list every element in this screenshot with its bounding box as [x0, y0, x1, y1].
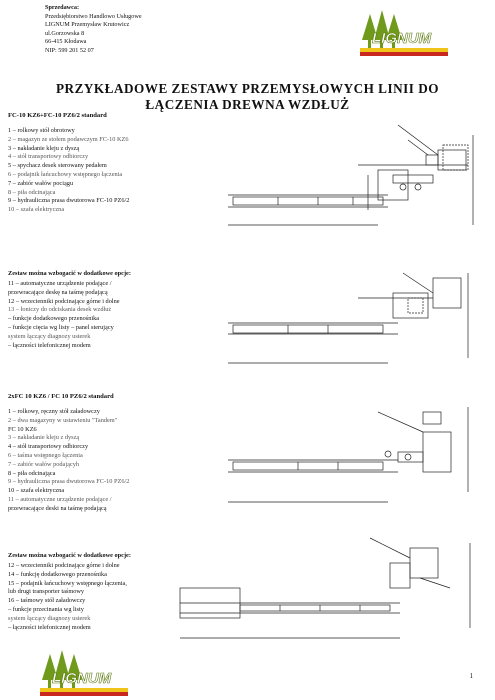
list-item: 16 – taśmowy stół załadowczy: [8, 597, 86, 605]
seller-line: ul.Gorzowska 8: [45, 29, 85, 37]
list-item: 7 – zabiór wałów podającyh: [8, 460, 79, 468]
page-number: 1: [469, 672, 474, 680]
section1-extra-list: 11 – automatyczne urządzenie podające / …: [8, 280, 120, 350]
list-item: 9 – hydrauliczna prasa dwutorowa FC-10 P…: [8, 478, 130, 486]
list-item: 13 – łoniczy do odciskania desek wzdłuż: [8, 306, 112, 314]
line-layout-drawing-1: [228, 124, 474, 226]
section1-extra-title: Zestaw można wzbogacić w dodatkowe opcje…: [8, 270, 131, 277]
list-item: 1 – rolkowy stół obrotowy: [8, 127, 75, 134]
list-item: – funkcje przecinania wg listy: [8, 605, 84, 613]
logo-text: LIGNUM: [372, 30, 432, 48]
seller-line: NIP: 599 201 52 07: [45, 46, 94, 54]
page-title-line2: ŁĄCZENIA DREWNA WZDŁUŻ: [145, 97, 350, 112]
list-item: – funkcje dodatkowego przenośnika: [8, 315, 100, 323]
list-item: 11 – automatyczne urządzenie podające /: [8, 495, 112, 503]
list-item: 8 – piła odcinająca: [8, 469, 56, 477]
list-item: system łączący diagnozy usterek: [8, 614, 91, 622]
list-item: – łączności telefonicznej modem: [8, 623, 91, 631]
list-item: 3 – nakładanie kleju z dyszą: [8, 144, 80, 152]
list-item: – łączności telefonicznej modem: [8, 341, 91, 349]
section2-list: 1 – rolkowy, ręczny stół załadowczy 2 – …: [8, 408, 129, 514]
line-layout-drawing-2: [228, 272, 469, 364]
page-title-line1: PRZYKŁADOWE ZESTAWY PRZEMYSŁOWYCH LINII …: [56, 81, 439, 96]
section2-extra-list: 12 – wrzecienniki podcinające górne i do…: [8, 562, 127, 632]
list-item: 9 – hydrauliczna prasa dwutorowa FC-10 P…: [8, 197, 130, 205]
seller-line: LIGNUM Przemysław Krutowicz: [45, 21, 130, 29]
line-layout-drawing-4: [179, 537, 471, 639]
section2-extra-title: Zestaw można wzbogacić w dodatkowe opcje…: [8, 552, 131, 559]
list-item: FC 10 KZ6: [8, 425, 37, 433]
list-item: 8 – piła odcinająca: [8, 188, 56, 196]
logo-text: LIGNUM: [52, 670, 112, 688]
tree-icon: [40, 650, 128, 696]
list-item: lub drugi transporter taśmowy: [8, 588, 85, 596]
seller-block: Sprzedawca: Przedsiębiorstwo Handlowo Us…: [45, 4, 142, 56]
list-item: 6 – podajnik łańcuchowy wstępnego łączen…: [8, 170, 123, 178]
section2-title: 2xFC 10 KZ6 / FC 10 PZ6/2 standard: [8, 393, 114, 400]
section1-list: 1 – rolkowy stół obrotowy 2 – magazyn ze…: [8, 127, 129, 215]
list-item: 4 – stół transportowy odbiorczy: [8, 443, 89, 451]
list-item: 1 – rolkowy, ręczny stół załadowczy: [8, 408, 100, 415]
list-item: – funkcje cięcia wg listy – panel steruj…: [8, 323, 114, 331]
tree-icon: [360, 10, 448, 56]
lignum-logo-footer: LIGNUM: [40, 650, 128, 700]
list-item: 10 – szafa elektryczna: [8, 487, 65, 495]
line-layout-drawing-3: [228, 407, 469, 503]
list-item: 4 – stół transportowy odbiorczy: [8, 153, 89, 161]
list-item: 2 – magazyn ze stołem podawczym FC-10 KZ…: [8, 135, 129, 143]
section1-title: FC-10 KZ6+FC-10 PZ6/2 standard: [8, 112, 107, 119]
list-item: 10 – szafa elektryczna: [8, 206, 65, 214]
list-item: 12 – wrzecienniki podcinające górne i do…: [8, 297, 120, 305]
list-item: 12 – wrzecienniki podcinające górne i do…: [8, 562, 120, 569]
lignum-logo: LIGNUM: [360, 10, 448, 60]
seller-line: 66-415 Kłodawa: [45, 38, 87, 46]
list-item: przewracające deskę na taśmę podającą: [8, 288, 108, 296]
list-item: przewracające deski na taśmę podającą: [8, 504, 107, 512]
list-item: system łączący diagnozy usterek: [8, 332, 91, 340]
list-item: 3 – nakładanie kleju z dyszą: [8, 434, 80, 442]
list-item: 5 – spychacz desek sterowany pedałem: [8, 162, 107, 170]
seller-label: Sprzedawca:: [45, 4, 80, 11]
list-item: 7 – zabiór wałów pociągu: [8, 179, 74, 187]
list-item: 2 – dwa magazyny w ustawieniu "Tandem": [8, 416, 118, 424]
list-item: 14 – funkcję dodatkowego przenośnika: [8, 570, 107, 578]
list-item: 15 – podajnik łańcuchowy wstępnego łącze…: [8, 579, 127, 587]
seller-line: Przedsiębiorstwo Handlowo Usługowe: [45, 12, 142, 20]
list-item: 11 – automatyczne urządzenie podające /: [8, 280, 112, 287]
list-item: 6 – taśma wstępnego łączenia: [8, 451, 83, 459]
